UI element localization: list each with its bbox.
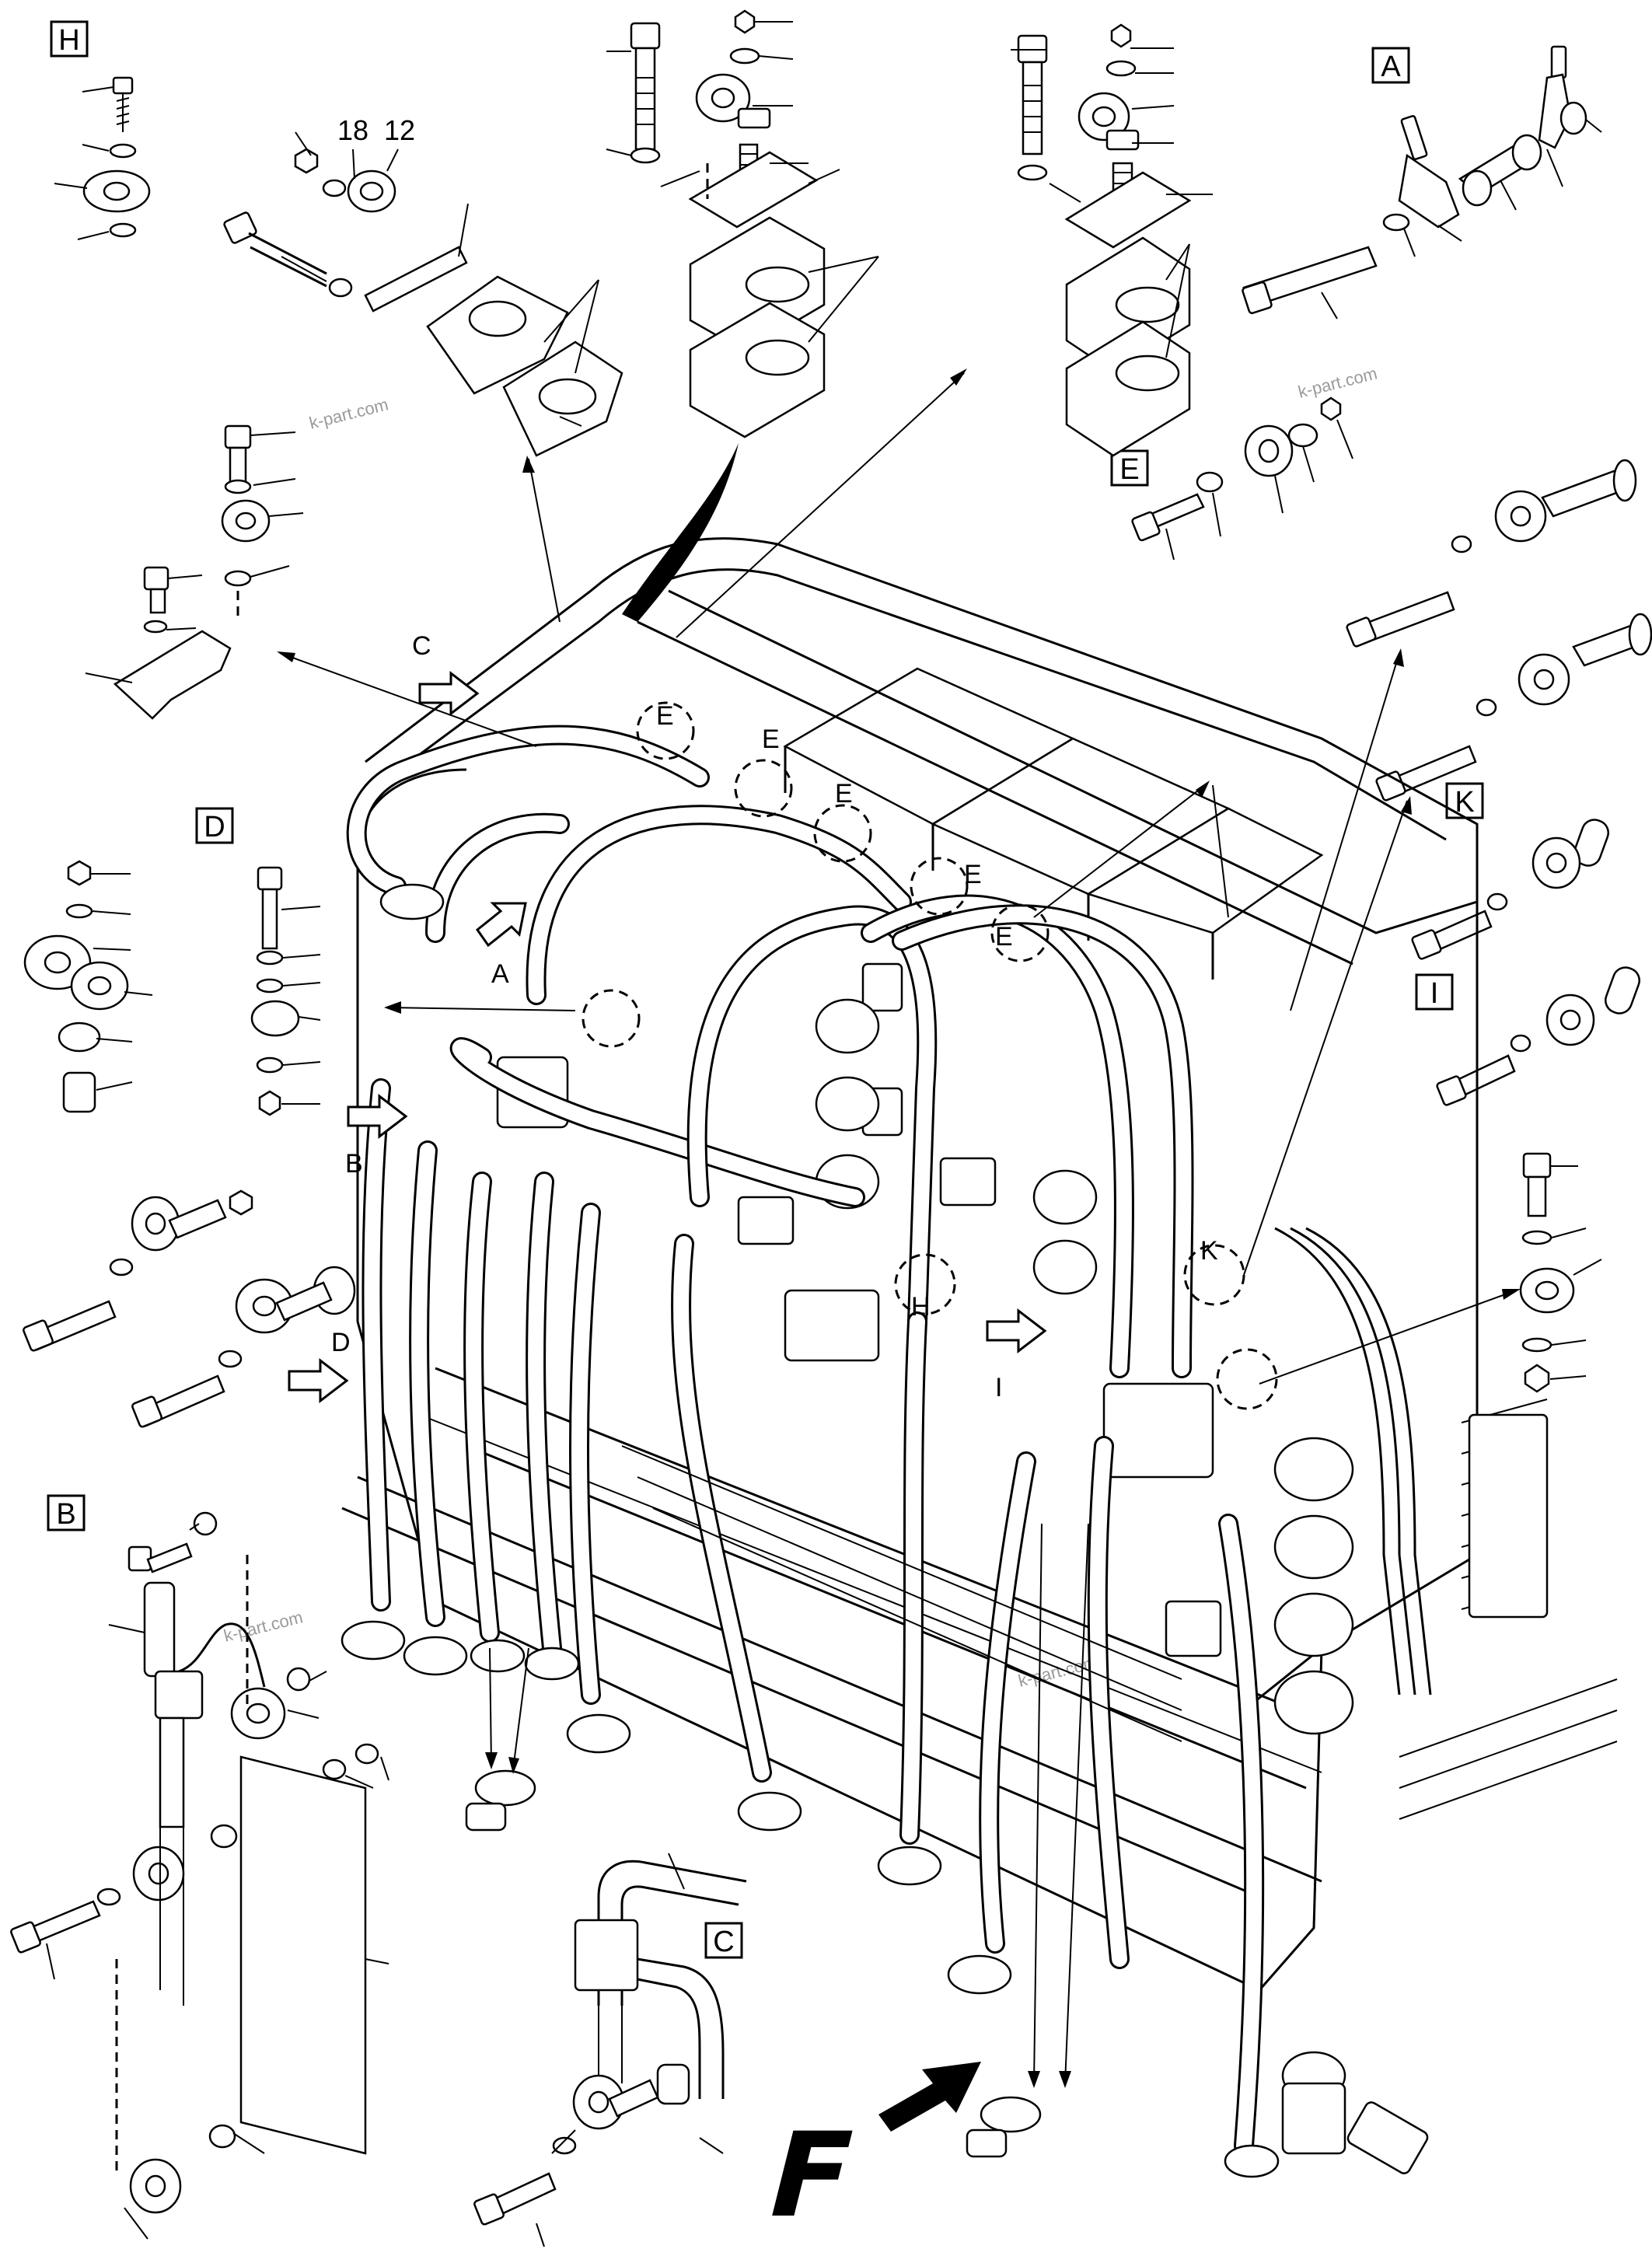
svg-text:D: D	[204, 811, 225, 843]
svg-text:I: I	[995, 1373, 1002, 1402]
svg-text:A: A	[1381, 51, 1401, 83]
detail-label-K: K	[1445, 782, 1484, 819]
detail-label-B: B	[47, 1494, 86, 1531]
detail-K-I-clamps	[1411, 819, 1640, 1106]
view-arrow-D: D	[288, 1328, 351, 1404]
callout-circle-E-4: E	[910, 857, 982, 916]
callout-circle-E-1: E	[636, 701, 695, 760]
view-arrow-B: B	[345, 1093, 408, 1179]
watermark-3: k-part.com	[222, 1607, 305, 1645]
detail-label-C: C	[704, 1922, 743, 1959]
detail-left-middle-bracket	[85, 424, 304, 720]
svg-text:E: E	[835, 779, 853, 808]
detail-top-center-bracket	[606, 9, 879, 438]
detail-D-lower-clamps	[23, 1189, 356, 1428]
svg-text:E: E	[995, 922, 1013, 952]
watermark-4: k-part.com	[1016, 1652, 1099, 1690]
svg-text:I: I	[1430, 977, 1439, 1010]
detail-label-D: D	[195, 807, 234, 844]
svg-text:B: B	[345, 1149, 363, 1179]
detail-B-parts	[10, 1511, 389, 2240]
svg-text:K: K	[1200, 1236, 1218, 1266]
svg-text:C: C	[412, 631, 431, 661]
detail-C-parts	[473, 1853, 747, 2247]
detail-label-E: E	[1110, 449, 1149, 487]
callout-circle-H: H	[894, 1253, 956, 1322]
bottom-connectors	[465, 1769, 1042, 2158]
svg-text:E: E	[762, 725, 780, 754]
direction-indicator-F: F	[755, 2062, 981, 2243]
detail-E-right-clamps	[1346, 459, 1652, 801]
detail-E-parts	[1131, 396, 1353, 561]
svg-text:B: B	[56, 1498, 75, 1531]
callout-circle-E-2: E	[734, 725, 793, 818]
main-assembly	[341, 537, 1618, 2178]
svg-text:E: E	[656, 701, 674, 731]
svg-text:E: E	[964, 860, 982, 889]
view-arrow-I: I	[986, 1308, 1047, 1402]
detail-H-parts	[54, 76, 151, 240]
svg-text:E: E	[1119, 453, 1139, 486]
svg-text:A: A	[491, 959, 509, 989]
detail-clamp-block-top	[223, 131, 623, 457]
svg-text:H: H	[58, 24, 79, 57]
leader-lines	[277, 368, 1521, 2088]
svg-text:F: F	[755, 2108, 868, 2243]
detail-right-bolt-stack	[1519, 1152, 1602, 1393]
part-number-18: 18	[337, 114, 368, 146]
callout-circle-E-3: E	[813, 779, 872, 863]
watermark-2: k-part.com	[1296, 363, 1379, 401]
callout-circle-K: K	[1183, 1236, 1245, 1306]
svg-text:H: H	[911, 1292, 931, 1322]
detail-label-H: H	[50, 20, 89, 58]
view-arrow-A: A	[475, 902, 527, 989]
svg-text:D: D	[331, 1328, 351, 1357]
callout-circle-right-fitting	[1216, 1348, 1278, 1410]
detail-D-parts	[23, 860, 321, 1116]
part-number-12: 12	[384, 114, 415, 146]
callout-circle-E-5: E	[990, 903, 1050, 962]
detail-label-I: I	[1415, 973, 1454, 1011]
watermark-1: k-part.com	[307, 394, 390, 432]
detail-top-right-bracket	[1011, 23, 1213, 457]
detail-label-A: A	[1371, 47, 1410, 84]
view-arrow-C: C	[412, 631, 480, 717]
callout-circle-left-fitting	[582, 989, 641, 1048]
svg-text:C: C	[713, 1926, 734, 1958]
detail-A-parts	[1242, 45, 1602, 320]
